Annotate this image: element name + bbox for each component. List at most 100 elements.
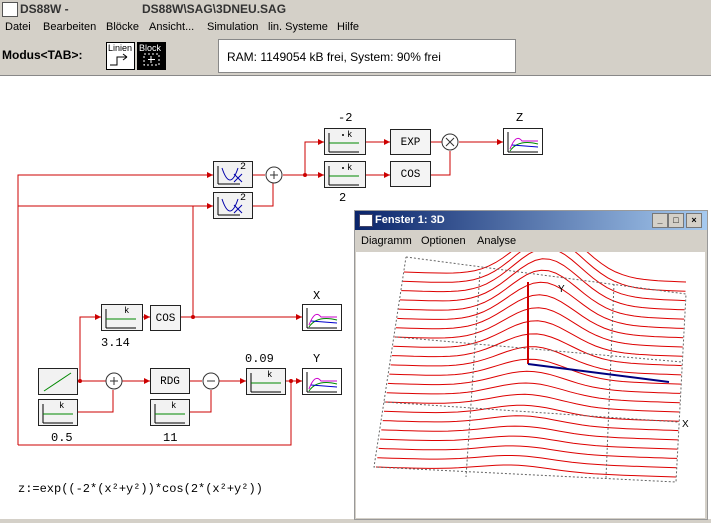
k-label: k bbox=[267, 370, 273, 380]
gain-icon bbox=[154, 404, 185, 424]
grid-line bbox=[395, 336, 683, 363]
k-label: k bbox=[59, 401, 65, 411]
gain-block-05[interactable]: k bbox=[38, 399, 78, 426]
grid-line bbox=[383, 401, 679, 423]
exponent-label: 2 bbox=[240, 193, 247, 204]
mode-toolbar: Modus<TAB>: Linien Block RAM: 1149054 kB… bbox=[0, 38, 711, 74]
surface-curve bbox=[387, 370, 681, 394]
scope-y[interactable] bbox=[302, 368, 342, 395]
window-title: Fenster 1: 3D bbox=[375, 214, 445, 226]
surface-curve bbox=[382, 415, 679, 432]
cos-block-mid[interactable]: COS bbox=[150, 305, 181, 331]
scope-z-label: Z bbox=[516, 111, 524, 125]
cos-block-top[interactable]: COS bbox=[390, 161, 431, 187]
surface-curve bbox=[385, 393, 680, 413]
grid-line bbox=[465, 271, 481, 478]
gain-icon bbox=[250, 373, 281, 393]
window-menu-bar: Diagramm Optionen Analyse bbox=[355, 232, 707, 250]
maximize-button[interactable]: □ bbox=[668, 213, 684, 228]
surface-curve bbox=[386, 382, 680, 404]
scope-x[interactable] bbox=[302, 304, 342, 331]
gain-block-009[interactable]: k bbox=[246, 368, 286, 395]
ram-status: RAM: 1149054 kB frei, System: 90% frei bbox=[218, 39, 516, 73]
surface-curve bbox=[389, 358, 681, 385]
surface-curve bbox=[403, 229, 687, 283]
menu-simulation[interactable]: Simulation bbox=[207, 21, 259, 33]
x-axis-line bbox=[527, 363, 670, 383]
surface-curve bbox=[394, 307, 683, 348]
square-block-bottom[interactable]: 2 bbox=[213, 192, 253, 219]
k-label: k bbox=[124, 306, 130, 316]
gain-icon bbox=[328, 133, 359, 153]
app-icon[interactable] bbox=[2, 2, 18, 17]
minimize-button[interactable]: _ bbox=[652, 213, 668, 228]
rdg-block[interactable]: RDG bbox=[150, 368, 190, 394]
lines-mode-button[interactable]: Linien bbox=[106, 42, 135, 70]
gain-neg2-label: -2 bbox=[338, 111, 353, 125]
surface-curve bbox=[397, 281, 684, 329]
surface-curve bbox=[377, 455, 677, 469]
menu-datei[interactable]: Datei bbox=[5, 21, 31, 33]
surface-curve bbox=[395, 294, 684, 339]
axis-y-label: Y bbox=[558, 284, 565, 295]
surface-curve bbox=[398, 269, 685, 320]
surface-plot[interactable]: Y X bbox=[356, 229, 705, 518]
plot-frame bbox=[373, 256, 687, 483]
block-mode-button[interactable]: Block bbox=[137, 42, 166, 70]
surface-curve bbox=[383, 404, 679, 422]
window-3d[interactable]: Fenster 1: 3D _ □ × Diagramm Optionen An… bbox=[354, 210, 708, 520]
surface-curve bbox=[379, 435, 678, 450]
window-title-bar[interactable]: Fenster 1: 3D _ □ × bbox=[355, 211, 707, 230]
menu-hilfe[interactable]: Hilfe bbox=[337, 21, 360, 33]
menu-analyse[interactable]: Analyse bbox=[477, 235, 517, 247]
menu-optionen[interactable]: Optionen bbox=[421, 235, 466, 247]
gain-2-label: 2 bbox=[339, 191, 347, 205]
square-icon bbox=[217, 197, 243, 216]
menu-ansicht[interactable]: Ansicht... bbox=[149, 21, 195, 33]
gain-05-label: 0.5 bbox=[51, 431, 73, 445]
menu-bearbeiten[interactable]: Bearbeiten bbox=[43, 21, 97, 33]
exponent-label: 2 bbox=[240, 162, 247, 173]
ramp-icon bbox=[43, 372, 72, 392]
gain-pi-label: 3.14 bbox=[101, 336, 130, 350]
menu-lin-systeme[interactable]: lin. Systeme bbox=[268, 21, 328, 33]
app-name: DS88W - bbox=[20, 2, 69, 16]
title-bar: DS88W - DS88W\SAG\3DNEU.SAG bbox=[0, 0, 711, 18]
exp-block[interactable]: EXP bbox=[390, 129, 431, 155]
menu-diagramm[interactable]: Diagramm bbox=[361, 235, 412, 247]
menu-bloecke[interactable]: Blöcke bbox=[106, 21, 140, 33]
axis-x-label: X bbox=[682, 419, 689, 430]
surface-curve bbox=[375, 464, 677, 478]
scope-icon bbox=[507, 132, 539, 153]
gain-block-11[interactable]: k bbox=[150, 399, 190, 426]
square-icon bbox=[217, 166, 243, 185]
file-path: DS88W\SAG\3DNEU.SAG bbox=[142, 2, 287, 16]
surface-curve bbox=[378, 445, 678, 459]
k-label: k bbox=[347, 163, 353, 173]
ramp-block[interactable] bbox=[38, 368, 78, 395]
square-block-top[interactable]: 2 bbox=[213, 161, 253, 188]
lines-mode-icon bbox=[110, 53, 128, 66]
gain-block-pi[interactable]: k bbox=[101, 304, 143, 331]
formula-text: z:=exp((-2*(x²+y²))*cos(2*(x²+y²)) bbox=[18, 482, 263, 496]
gain-icon bbox=[328, 166, 359, 186]
block-mode-label: Block bbox=[139, 43, 162, 53]
menu-bar: Datei Bearbeiten Blöcke Ansicht... Simul… bbox=[0, 18, 711, 38]
scope-z[interactable] bbox=[503, 128, 543, 155]
surface-curve bbox=[381, 425, 678, 441]
lines-mode-label: Linien bbox=[108, 43, 133, 53]
gain-icon bbox=[105, 309, 136, 329]
surface-curve bbox=[391, 333, 682, 367]
gain-block-neg2[interactable]: k bbox=[324, 128, 366, 155]
grid-line bbox=[605, 283, 615, 479]
close-button[interactable]: × bbox=[686, 213, 702, 228]
k-label: k bbox=[171, 401, 177, 411]
scope-icon bbox=[306, 372, 338, 393]
plot-area[interactable]: Y X bbox=[356, 229, 705, 518]
gain-block-2[interactable]: k bbox=[324, 161, 366, 188]
surface-curve bbox=[390, 346, 682, 376]
surface-curve bbox=[393, 320, 683, 357]
gain-009-label: 0.09 bbox=[245, 352, 274, 366]
gain-11-label: 11 bbox=[163, 431, 178, 445]
scope-icon bbox=[306, 308, 338, 329]
